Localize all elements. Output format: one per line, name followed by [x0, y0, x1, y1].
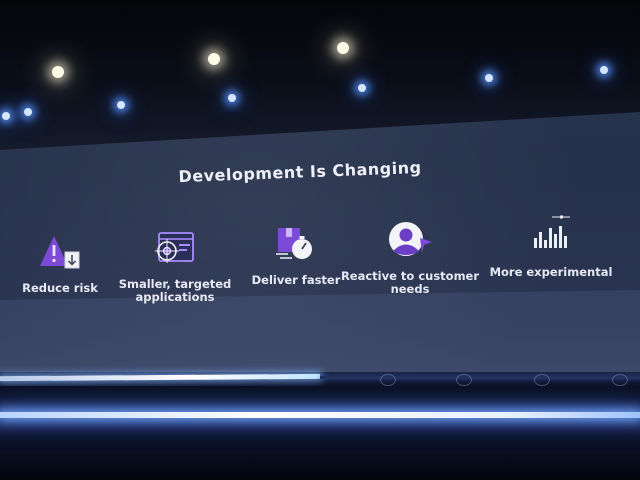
feature-label: Deliver faster — [251, 273, 341, 287]
feature-label: More experimental — [489, 265, 613, 279]
feature-label: Reduce risk — [22, 281, 98, 295]
spotlight — [358, 84, 366, 92]
feature-label: Reactive to customer needs — [340, 269, 480, 296]
stage-monitor — [612, 374, 628, 386]
target-window-icon — [153, 230, 197, 272]
stage-led-strip-dim — [320, 376, 640, 379]
floor-led-strip — [0, 412, 640, 418]
package-stopwatch-icon — [274, 224, 318, 268]
feature-deliver-faster: Deliver faster — [221, 222, 371, 322]
feature-more-experimental: More experimental — [476, 210, 626, 310]
bar-chart-icon — [528, 214, 574, 256]
spotlight — [208, 53, 220, 65]
spotlight — [24, 108, 32, 116]
stage-monitor — [456, 374, 472, 386]
spotlight — [2, 112, 10, 120]
spotlight — [600, 66, 608, 74]
spotlight — [337, 42, 349, 54]
spotlight — [52, 66, 64, 78]
feature-reduce-risk: Reduce risk — [0, 230, 135, 330]
feature-reactive-to-customer-needs: Reactive to customer needs — [335, 216, 485, 316]
feature-label: Smaller, targeted applications — [118, 277, 232, 304]
stage-monitor — [534, 374, 550, 386]
spotlight — [117, 101, 125, 109]
spotlight — [228, 94, 236, 102]
stage-monitor — [380, 374, 396, 386]
stage-floor — [0, 386, 640, 480]
warning-download-icon — [38, 234, 82, 274]
spotlight — [485, 74, 493, 82]
feature-smaller-targeted-applications: Smaller, targeted applications — [100, 228, 250, 328]
customer-arrow-icon — [386, 218, 434, 264]
